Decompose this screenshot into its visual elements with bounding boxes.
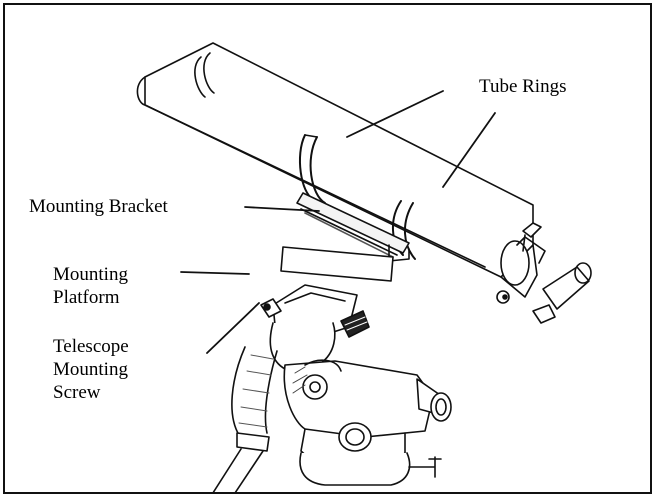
focuser-assembly — [496, 222, 592, 324]
label-tube-rings: Tube Rings — [479, 76, 567, 97]
leader-lines — [180, 90, 496, 354]
leader-tube-ring-rear — [442, 112, 496, 188]
optical-tube — [136, 42, 534, 278]
diagram-frame: Tube Rings Mounting Bracket Mounting Pla… — [3, 3, 652, 494]
tripod-leg — [212, 346, 278, 492]
leader-mounting-bracket — [244, 206, 320, 212]
mount-head — [260, 284, 452, 486]
label-mounting-bracket: Mounting Bracket — [29, 196, 168, 217]
leader-tube-ring-front — [346, 90, 444, 138]
leader-mounting-platform — [180, 271, 250, 275]
mounting-platform — [280, 246, 394, 282]
leader-mounting-screw — [206, 302, 260, 354]
label-mounting-platform: Mounting Platform — [53, 264, 128, 308]
label-telescope-mounting-screw: Telescope Mounting Screw — [53, 336, 129, 403]
mounting-bracket — [296, 192, 410, 262]
telescope-illustration — [136, 42, 592, 492]
